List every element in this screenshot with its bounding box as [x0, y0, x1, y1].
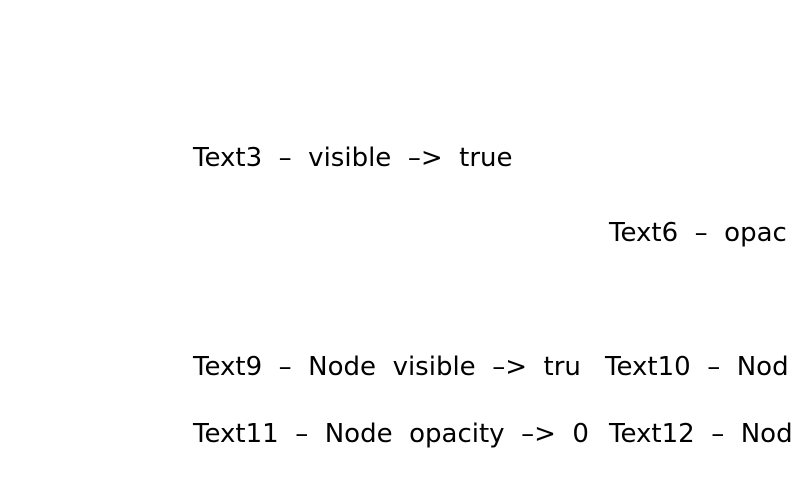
property-line-text12: Text12 – Nod [609, 419, 793, 449]
property-line-text10: Text10 – Nod [605, 352, 789, 382]
property-line-text3: Text3 – visible –> true [193, 143, 513, 173]
property-line-text11: Text11 – Node opacity –> 0 [193, 419, 589, 449]
property-line-text9: Text9 – Node visible –> tru [193, 352, 581, 382]
property-line-text6: Text6 – opac [609, 218, 787, 248]
